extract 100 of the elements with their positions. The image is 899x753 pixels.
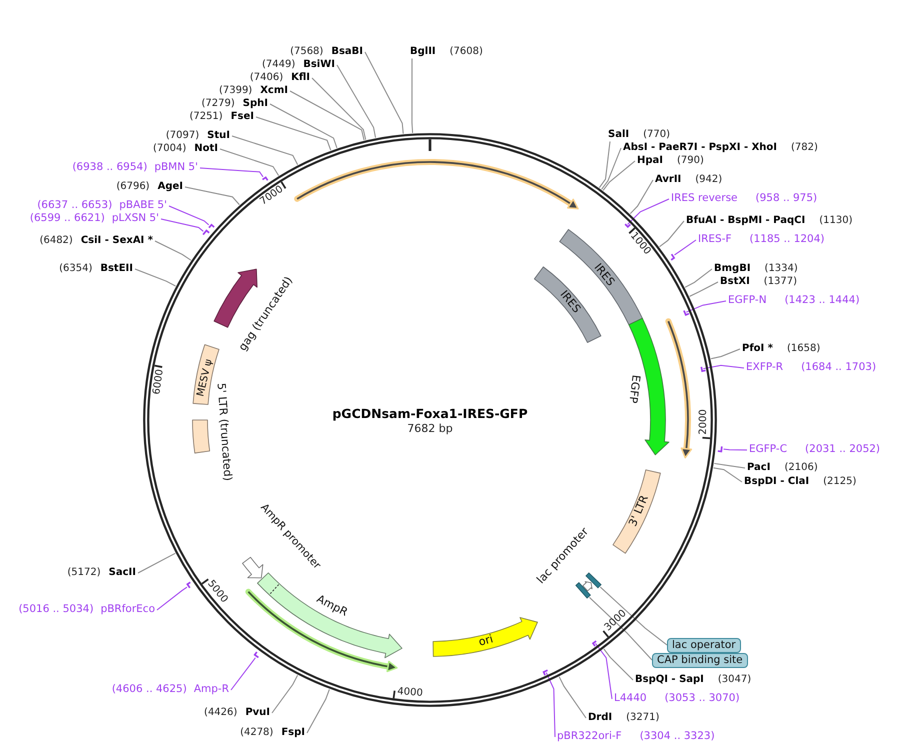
site-position: (790) <box>677 154 704 166</box>
enzyme-name: BmgBI <box>714 262 751 274</box>
leader-line <box>603 648 634 680</box>
site-position: (4426) <box>204 706 238 718</box>
feature-label: 3' LTR <box>627 494 651 528</box>
primer-site-mark <box>542 670 548 676</box>
leader-line <box>134 268 176 287</box>
site-position: (7406) <box>250 70 284 84</box>
site-position: (1377) <box>764 274 798 288</box>
leader-line <box>594 642 612 700</box>
enzyme-name: PacI <box>747 460 770 474</box>
leader-line <box>220 148 280 176</box>
primer-name: IRES reverse <box>671 192 738 204</box>
site-position: (3271) <box>626 710 660 724</box>
primer-name: EGFP-N <box>728 294 767 306</box>
site-position: (6354) <box>59 262 92 274</box>
enzyme-name: BspDI - ClaI <box>744 474 810 488</box>
site-position: (7251) <box>189 110 223 122</box>
site-position: (7399) <box>218 84 252 96</box>
enzyme-name: SalI <box>608 128 630 140</box>
enzyme-name: KflI <box>291 70 310 84</box>
feature-label: MESV ψ <box>195 358 215 398</box>
scale-label: 6000 <box>152 369 166 396</box>
leader-line <box>230 657 256 690</box>
primer-name: pBR322ori-F <box>557 730 622 742</box>
primer-site-mark <box>700 366 706 372</box>
leader-line <box>156 586 188 610</box>
primer-position: (6637 .. 6653) <box>37 198 112 212</box>
primer-name: L4440 <box>614 692 647 704</box>
primer-position: (2031 .. 2052) <box>805 442 880 456</box>
leader-line <box>364 52 404 134</box>
enzyme-name: BsiWI <box>303 58 335 70</box>
plasmid-name: pGCDNsam-Foxa1-IRES-GFP <box>332 407 528 421</box>
site-position: (6482) <box>40 234 73 246</box>
enzyme-name: AgeI <box>158 180 183 192</box>
primer-site-mark <box>718 446 723 452</box>
leader-line <box>598 141 610 188</box>
leader-line <box>232 136 298 166</box>
primer-site-mark <box>254 651 259 658</box>
leader-line <box>702 364 744 370</box>
enzyme-name: PvuI <box>245 706 270 718</box>
leader-line <box>689 282 718 297</box>
primer-position: (5016 .. 5034) <box>18 602 94 616</box>
leader-line <box>713 467 742 482</box>
leader-line <box>270 104 338 148</box>
feature-label: 5' LTR (truncated) <box>214 382 234 482</box>
site-position: (6796) <box>116 180 150 192</box>
leader-line <box>588 596 652 660</box>
site-position: (1130) <box>819 214 852 226</box>
leader-line <box>336 64 376 138</box>
leader-line <box>558 676 586 718</box>
enzyme-name: XcmI <box>260 84 288 96</box>
site-position: (7568) <box>290 44 324 58</box>
enzyme-name: BfuAI - BspMI - PaqCI <box>686 214 806 226</box>
primer-name: pBABE 5' <box>119 198 167 212</box>
feature-label: ori <box>477 633 495 649</box>
leader-line <box>411 58 414 134</box>
feature-bar <box>575 582 591 598</box>
enzyme-name: StuI <box>207 128 230 142</box>
primer-name: pLXSN 5' <box>112 212 159 224</box>
leader-line <box>184 186 240 206</box>
leader-line <box>312 78 366 140</box>
primer-position: (1423 .. 1444) <box>784 294 860 306</box>
enzyme-name: BsaBI <box>331 44 363 58</box>
orf-arc <box>294 159 579 210</box>
scale-label: 2000 <box>698 409 710 435</box>
enzyme-name: FspI <box>281 726 305 738</box>
primer-position: (3304 .. 3323) <box>640 730 715 742</box>
leader-line <box>601 148 622 190</box>
site-position: (770) <box>643 128 670 140</box>
primer-name: Amp-R <box>194 682 229 696</box>
feature-tag: lac operator <box>667 638 741 652</box>
site-position: (7097) <box>166 128 200 142</box>
primer-name: EGFP-C <box>749 442 788 456</box>
leader-line <box>200 168 264 178</box>
leader-line <box>154 240 192 261</box>
feature-label: EGFP <box>626 374 642 404</box>
enzyme-name: FseI <box>230 110 254 122</box>
primer-name: pBMN 5' <box>154 160 198 174</box>
primer-position: (1684 .. 1703) <box>801 360 876 374</box>
leader-line <box>630 180 654 214</box>
leader-line <box>686 300 726 313</box>
primer-site-mark <box>262 176 268 181</box>
site-position: (1334) <box>764 262 798 274</box>
leader-line <box>138 552 176 574</box>
leader-line <box>290 90 365 141</box>
site-position: (7608) <box>450 44 483 58</box>
enzyme-name: BglII <box>410 44 436 58</box>
enzyme-name: AvrII <box>655 172 682 186</box>
primer-site-mark <box>186 582 191 588</box>
feature-tag: CAP binding site <box>652 652 748 668</box>
primer-position: (4606 .. 4625) <box>112 682 187 696</box>
enzyme-name: DrdI <box>588 710 612 724</box>
site-position: (942) <box>695 172 722 186</box>
primer-position: (1185 .. 1204) <box>750 232 825 246</box>
enzyme-name: BstXI <box>720 274 750 288</box>
leader-line <box>723 448 748 450</box>
primer-name: IRES-F <box>698 232 732 246</box>
leader-line <box>256 116 332 151</box>
enzyme-name: BstEII <box>100 262 133 274</box>
